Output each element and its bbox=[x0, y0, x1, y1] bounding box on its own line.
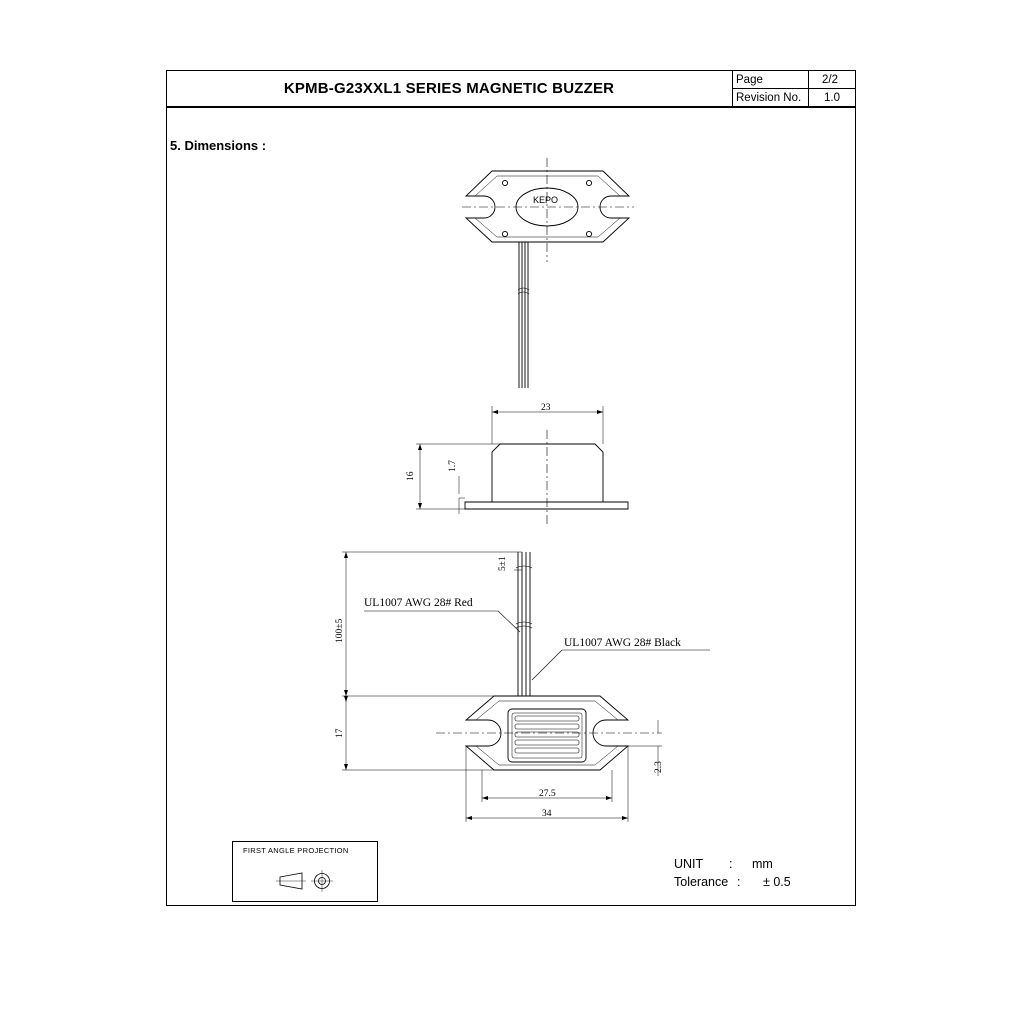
side-view bbox=[416, 406, 629, 526]
header-bottom-rule bbox=[166, 106, 856, 108]
red-wire-callout: UL1007 AWG 28# Red bbox=[364, 597, 473, 609]
unit-label: UNIT bbox=[674, 857, 704, 871]
tolerance-value: ± 0.5 bbox=[763, 875, 791, 889]
page-value: 2/2 bbox=[822, 73, 838, 86]
tolerance-label: Tolerance bbox=[674, 875, 729, 889]
dim-width-23: 23 bbox=[541, 403, 551, 413]
unit-value: mm bbox=[752, 857, 773, 871]
first-angle-projection-symbol bbox=[276, 870, 333, 892]
top-view: KEPO bbox=[462, 158, 634, 388]
revision-label: Revision No. bbox=[736, 91, 802, 104]
front-view bbox=[342, 551, 710, 822]
dim-lead-strip: 5±1 bbox=[498, 556, 508, 571]
black-wire-callout: UL1007 AWG 28# Black bbox=[564, 637, 681, 649]
dim-hole-pitch: 27.5 bbox=[539, 789, 556, 799]
dim-mount-2-3: 2.3 bbox=[654, 761, 664, 773]
tolerance-separator: : bbox=[737, 875, 741, 889]
drawing-sheet-frame bbox=[166, 70, 856, 906]
document-title: KPMB-G23XXL1 SERIES MAGNETIC BUZZER bbox=[283, 79, 615, 97]
page-label: Page bbox=[736, 73, 763, 86]
projection-label: FIRST ANGLE PROJECTION bbox=[243, 846, 349, 855]
logo-text: KEPO bbox=[533, 195, 558, 205]
dim-overall-length: 34 bbox=[542, 809, 552, 819]
dim-lead-length: 100±5 bbox=[335, 619, 345, 643]
unit-separator: : bbox=[729, 857, 733, 871]
dim-flange-1-7: 1.7 bbox=[448, 460, 458, 472]
revision-value: 1.0 bbox=[824, 91, 840, 104]
section-heading: 5. Dimensions : bbox=[170, 138, 267, 153]
projection-box bbox=[232, 841, 378, 902]
header-row-divider bbox=[732, 88, 856, 89]
dim-body-height-17: 17 bbox=[335, 728, 345, 738]
dim-height-16: 16 bbox=[406, 471, 416, 481]
